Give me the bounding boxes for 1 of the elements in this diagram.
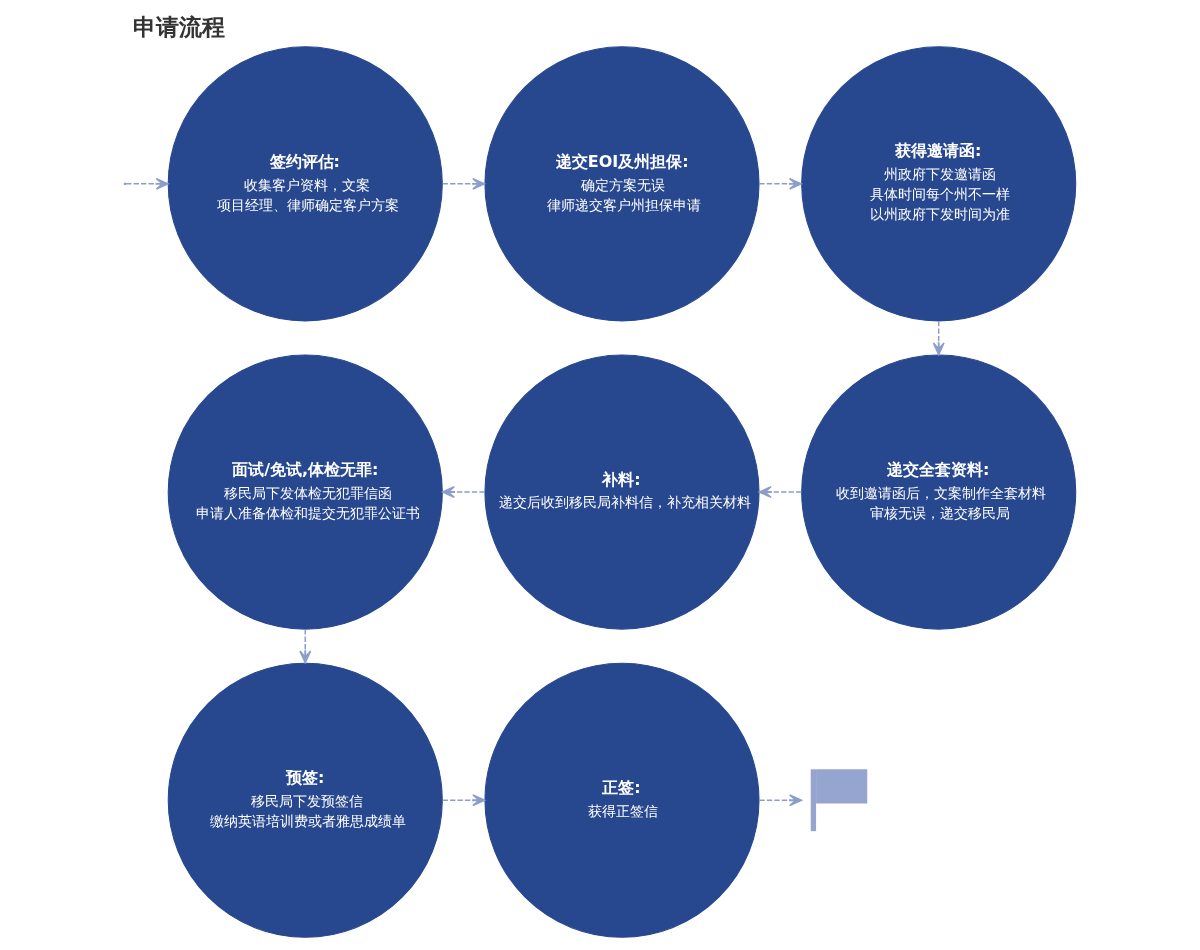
diagram-title: 申请流程	[132, 12, 225, 41]
